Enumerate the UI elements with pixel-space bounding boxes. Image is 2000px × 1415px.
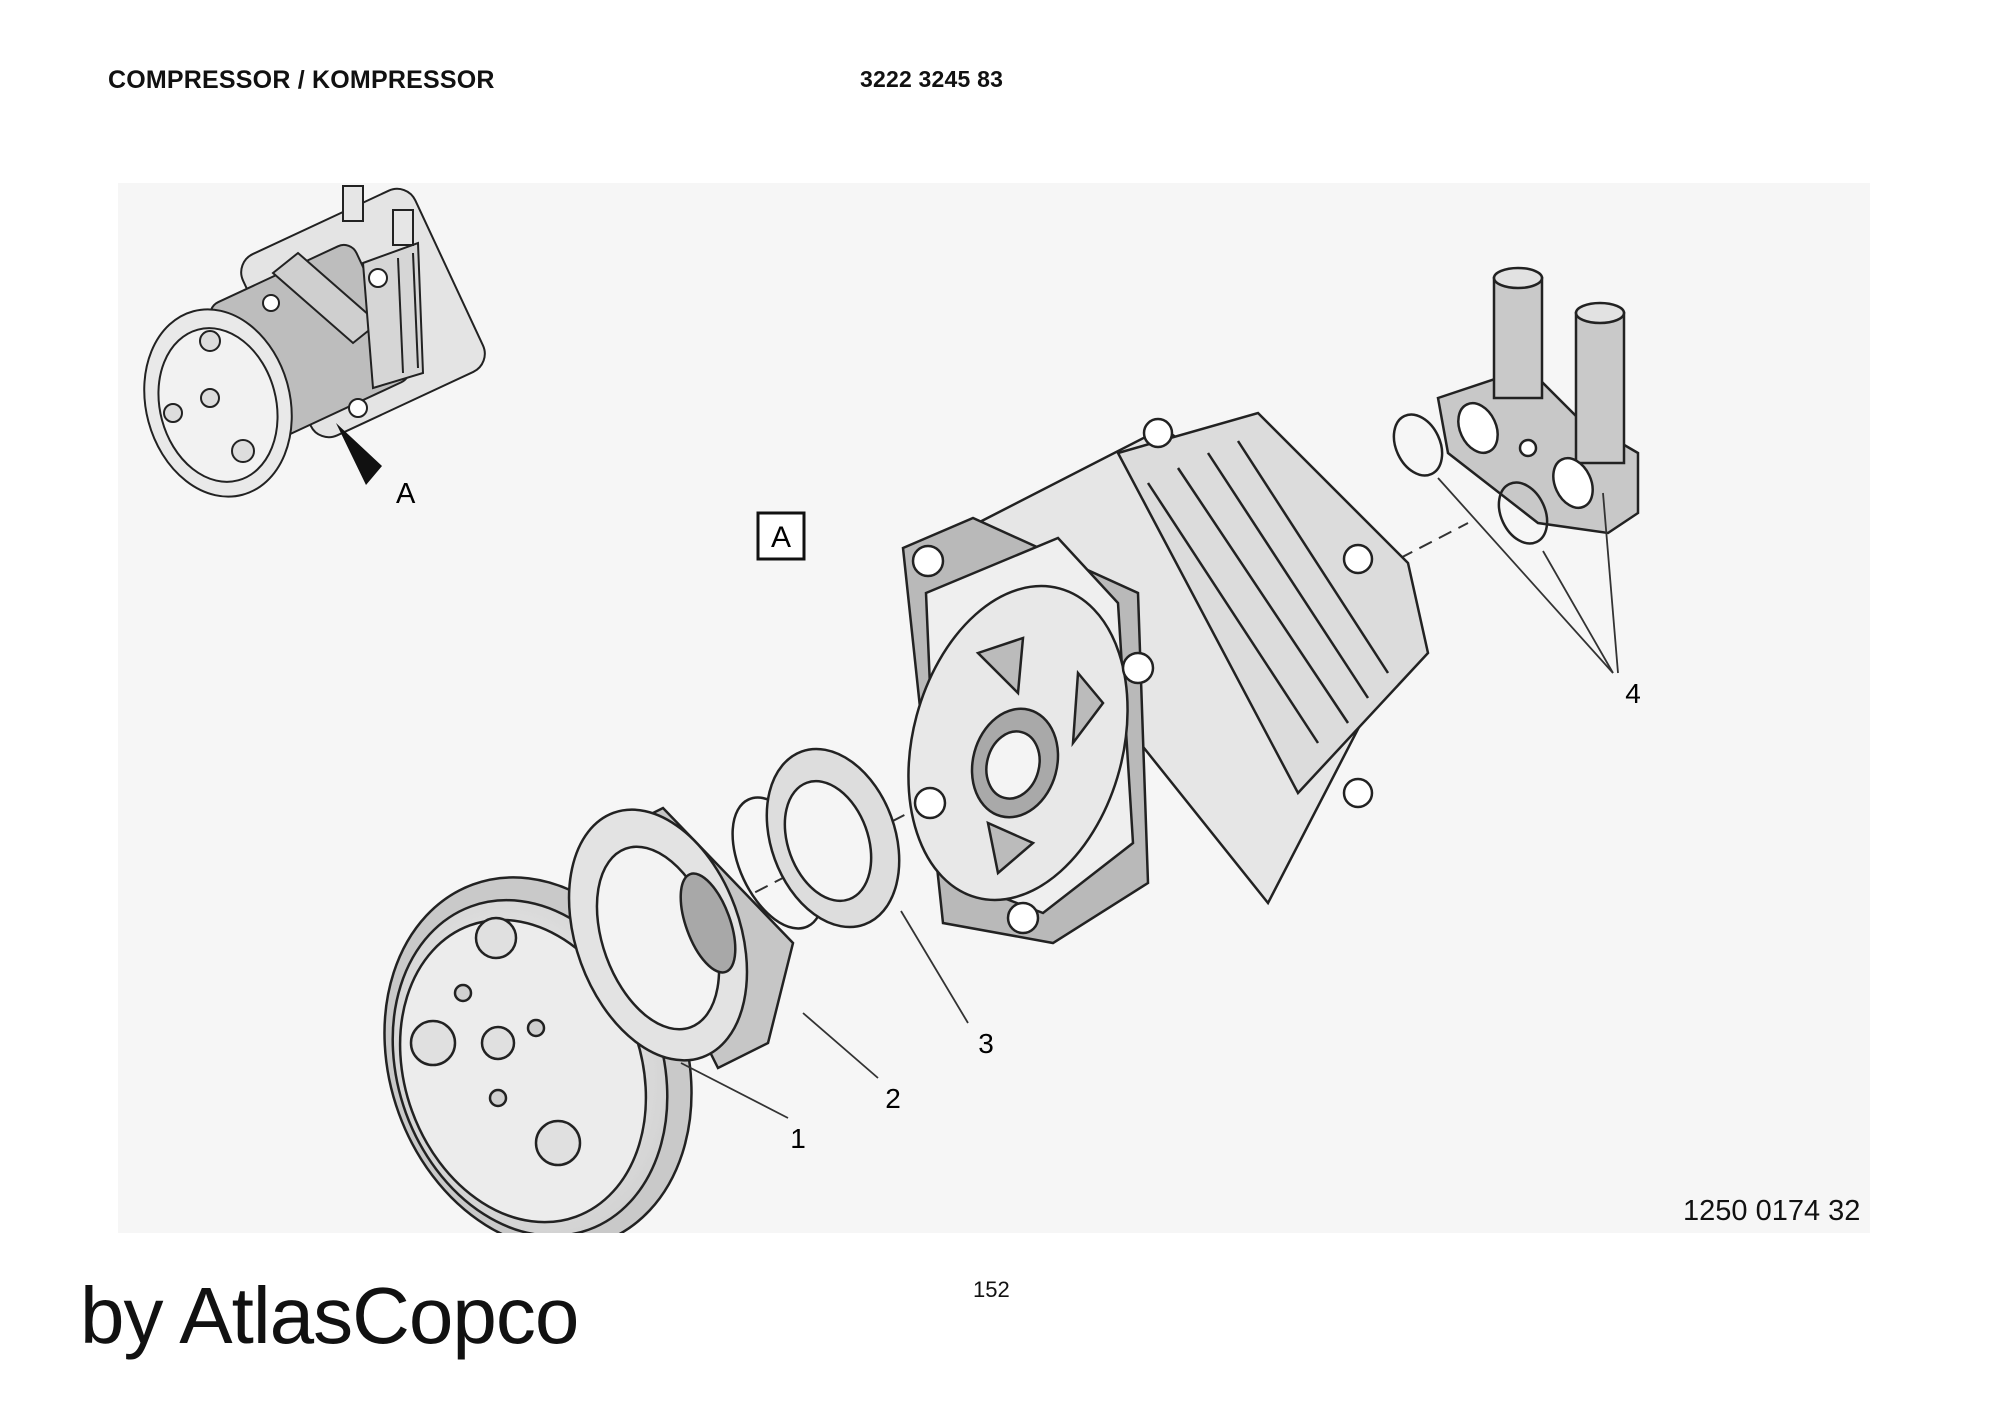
exploded-view-diagram: A A: [118, 183, 1870, 1233]
callout-leaders: [680, 477, 1619, 1119]
view-direction-arrow: [336, 423, 382, 485]
compressor-body: [901, 411, 1430, 945]
detail-box-a: [756, 511, 806, 561]
part-2-field-coil: [567, 806, 795, 1070]
brand-watermark: by AtlasCopco: [80, 1271, 579, 1360]
part-4-manifold-and-o-rings: [1392, 266, 1640, 545]
callout-4: 4: [1625, 678, 1641, 709]
detail-label-a: A: [396, 478, 416, 510]
part-number: 3222 3245 83: [860, 66, 1004, 92]
detail-box-label: A: [771, 521, 791, 554]
part-3-bearing-and-snap-ring: [731, 747, 901, 930]
page-number: 152: [973, 1277, 1010, 1302]
overview-compressor-thumbnail: [143, 185, 486, 498]
drawing-number: 1250 0174 32: [1683, 1195, 1861, 1227]
callout-3: 3: [978, 1028, 994, 1059]
callout-1: 1: [790, 1123, 806, 1154]
page-title: COMPRESSOR / KOMPRESSOR: [108, 66, 495, 94]
callout-2: 2: [885, 1083, 901, 1114]
